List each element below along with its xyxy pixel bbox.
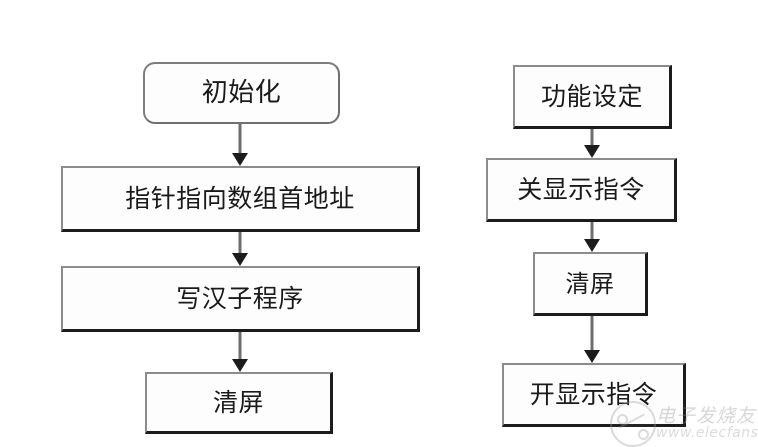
- arrow-shaft: [238, 124, 242, 154]
- arrow-head-icon: [584, 145, 600, 158]
- node-display-on-command: 开显示指令: [502, 363, 686, 427]
- arrow-shaft: [590, 129, 594, 147]
- node-pointer-to-array-head: 指针指向数组首地址: [61, 166, 420, 232]
- arrow-shaft: [238, 232, 242, 254]
- node-clear-screen-right-label: 清屏: [565, 269, 615, 298]
- watermark-logo-dot-icon: [638, 429, 649, 440]
- node-pointer-to-array-head-label: 指针指向数组首地址: [125, 184, 355, 213]
- arrow-shaft: [590, 316, 594, 351]
- arrow-head-icon: [232, 359, 248, 372]
- node-display-off-command-label: 关显示指令: [517, 175, 645, 204]
- node-write-hanzi-subroutine: 写汉子程序: [61, 266, 420, 332]
- arrow-function-to-displayoff: [584, 129, 600, 158]
- node-init-label: 初始化: [201, 78, 282, 108]
- node-clear-screen-left-label: 清屏: [212, 388, 264, 417]
- arrow-head-icon: [232, 253, 248, 266]
- arrow-shaft: [590, 222, 594, 241]
- node-init: 初始化: [143, 62, 340, 124]
- arrow-shaft: [238, 332, 242, 360]
- node-function-setting-label: 功能设定: [540, 82, 643, 111]
- arrow-pointer-to-write: [232, 232, 248, 266]
- arrow-clear-to-displayon: [584, 316, 600, 363]
- arrow-head-icon: [232, 153, 248, 166]
- node-clear-screen-right: 清屏: [533, 252, 648, 316]
- watermark-url-text: www.elecfans.com: [656, 425, 758, 441]
- node-clear-screen-left: 清屏: [145, 372, 333, 434]
- node-display-on-command-label: 开显示指令: [529, 380, 658, 409]
- arrow-head-icon: [584, 239, 600, 252]
- arrow-write-to-clear: [232, 332, 248, 372]
- node-write-hanzi-subroutine-label: 写汉子程序: [176, 284, 304, 313]
- arrow-head-icon: [584, 350, 600, 363]
- node-function-setting: 功能设定: [513, 65, 672, 129]
- arrow-init-to-pointer: [232, 124, 248, 166]
- arrow-displayoff-to-clear: [584, 222, 600, 252]
- node-display-off-command: 关显示指令: [486, 158, 677, 222]
